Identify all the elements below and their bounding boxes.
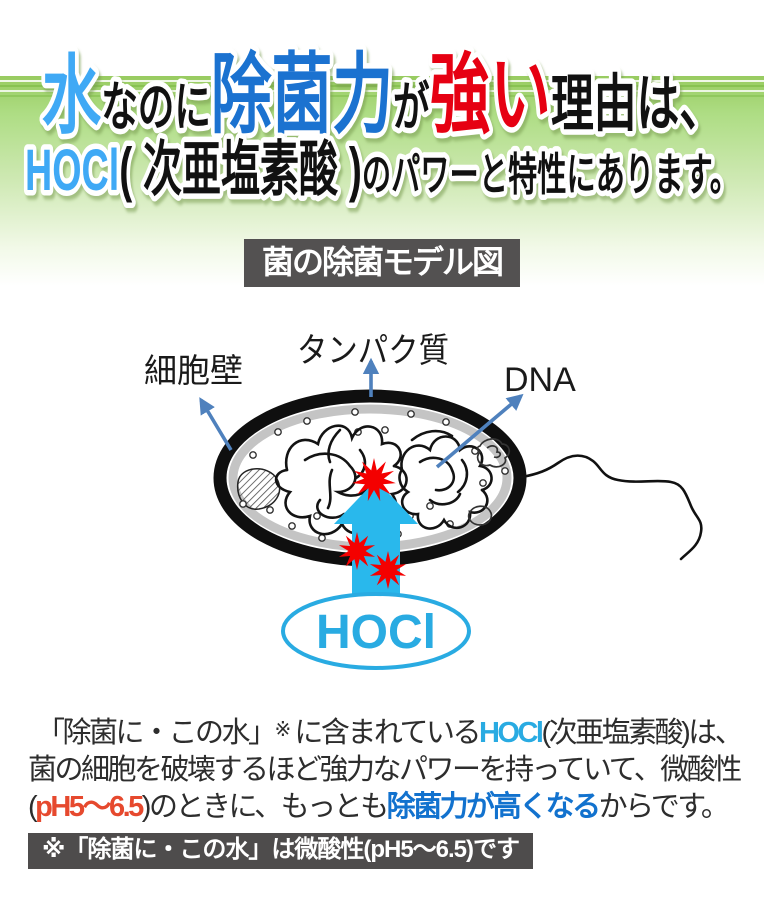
headline: 水なのに除菌力が強い理由は、 HOCl( 次亜塩素酸 )のパワーと特性にあります… — [21, 42, 744, 207]
svg-text:HOCl( 次亜塩素酸 )のパワーと特性にあります。: HOCl( 次亜塩素酸 )のパワーと特性にあります。 — [25, 135, 739, 203]
body-paragraph: 「除菌に・この水」※ に含まれているHOCl(次亜塩素酸)は、 菌の細胞を破壊す… — [28, 712, 752, 826]
headline-word-water: 水 — [42, 47, 102, 144]
paren-open: ( — [28, 791, 38, 823]
label-dna: DNA — [504, 361, 576, 399]
pointer-arrows — [199, 357, 524, 469]
header-stripe — [0, 90, 764, 92]
disinfect-power-highlight: 除菌力が高くなる — [386, 791, 602, 823]
hocl-ellipse-label: HOCl — [316, 606, 436, 659]
burst-center — [352, 458, 396, 502]
headline-word-reason: 理由は、 — [551, 70, 722, 139]
hocl-highlight: HOCl — [478, 717, 544, 749]
headline-rest: のパワーと特性にあります。 — [362, 151, 739, 201]
text-end: からです。 — [598, 791, 730, 823]
header-stripe — [0, 85, 764, 87]
text-acid-name: (次亜塩素酸)は、 — [541, 717, 743, 749]
hocl-ellipse — [281, 592, 471, 670]
burst-lower-right — [369, 551, 407, 589]
text-contains: に含まれている — [288, 717, 481, 749]
paragraph-line2: 菌の細胞を破壊するほど強力なパワーを持っていて、微酸性 — [28, 754, 742, 786]
footnote-badge: ※「除菌に・この水」は微酸性(pH5〜6.5)です — [28, 833, 534, 869]
header-stripe — [0, 95, 764, 97]
header-stripe — [0, 80, 764, 82]
model-figure-badge: 菌の除菌モデル図 — [243, 239, 521, 287]
headline-hocl: HOCl — [25, 139, 119, 203]
flagellum — [520, 454, 703, 561]
headline-paren: ( 次亜塩素酸 ) — [119, 135, 362, 203]
organelle-outline-blobs — [467, 438, 511, 526]
text-middle: )のときに、もっとも — [141, 791, 389, 823]
dna-tangle-right — [398, 429, 493, 530]
ph-highlight: pH5〜6.5 — [35, 791, 144, 823]
headline-line2: HOCl( 次亜塩素酸 )のパワーと特性にあります。 — [21, 131, 744, 207]
dna-arrow — [435, 393, 524, 469]
burst-lower-left — [338, 532, 376, 570]
headline-line1: 水なのに除菌力が強い理由は、 — [37, 42, 726, 149]
label-cell-wall: 細胞壁 — [144, 352, 243, 389]
paragraph-line1: 「除菌に・この水」※ に含まれているHOCl(次亜塩素酸)は、 — [28, 712, 752, 752]
paragraph-line3: (pH5〜6.5)のときに、もっとも除菌力が高くなるからです。 — [28, 789, 752, 826]
headline-word-disinfect-power: 除菌力 — [211, 47, 393, 145]
headline-word-strong: 強い — [430, 47, 551, 145]
headline-word-ga: が — [393, 77, 430, 136]
quote-product-name: 「除菌に・この水」 — [36, 717, 277, 749]
footnote-marker: ※ — [274, 719, 292, 741]
label-protein: タンパク質 — [297, 332, 449, 370]
svg-text:水なのに除菌力が強い理由は、: 水なのに除菌力が強い理由は、 — [42, 47, 722, 145]
headline-word-nanoni: なのに — [101, 77, 211, 136]
cell-wall-arrow — [199, 397, 233, 451]
